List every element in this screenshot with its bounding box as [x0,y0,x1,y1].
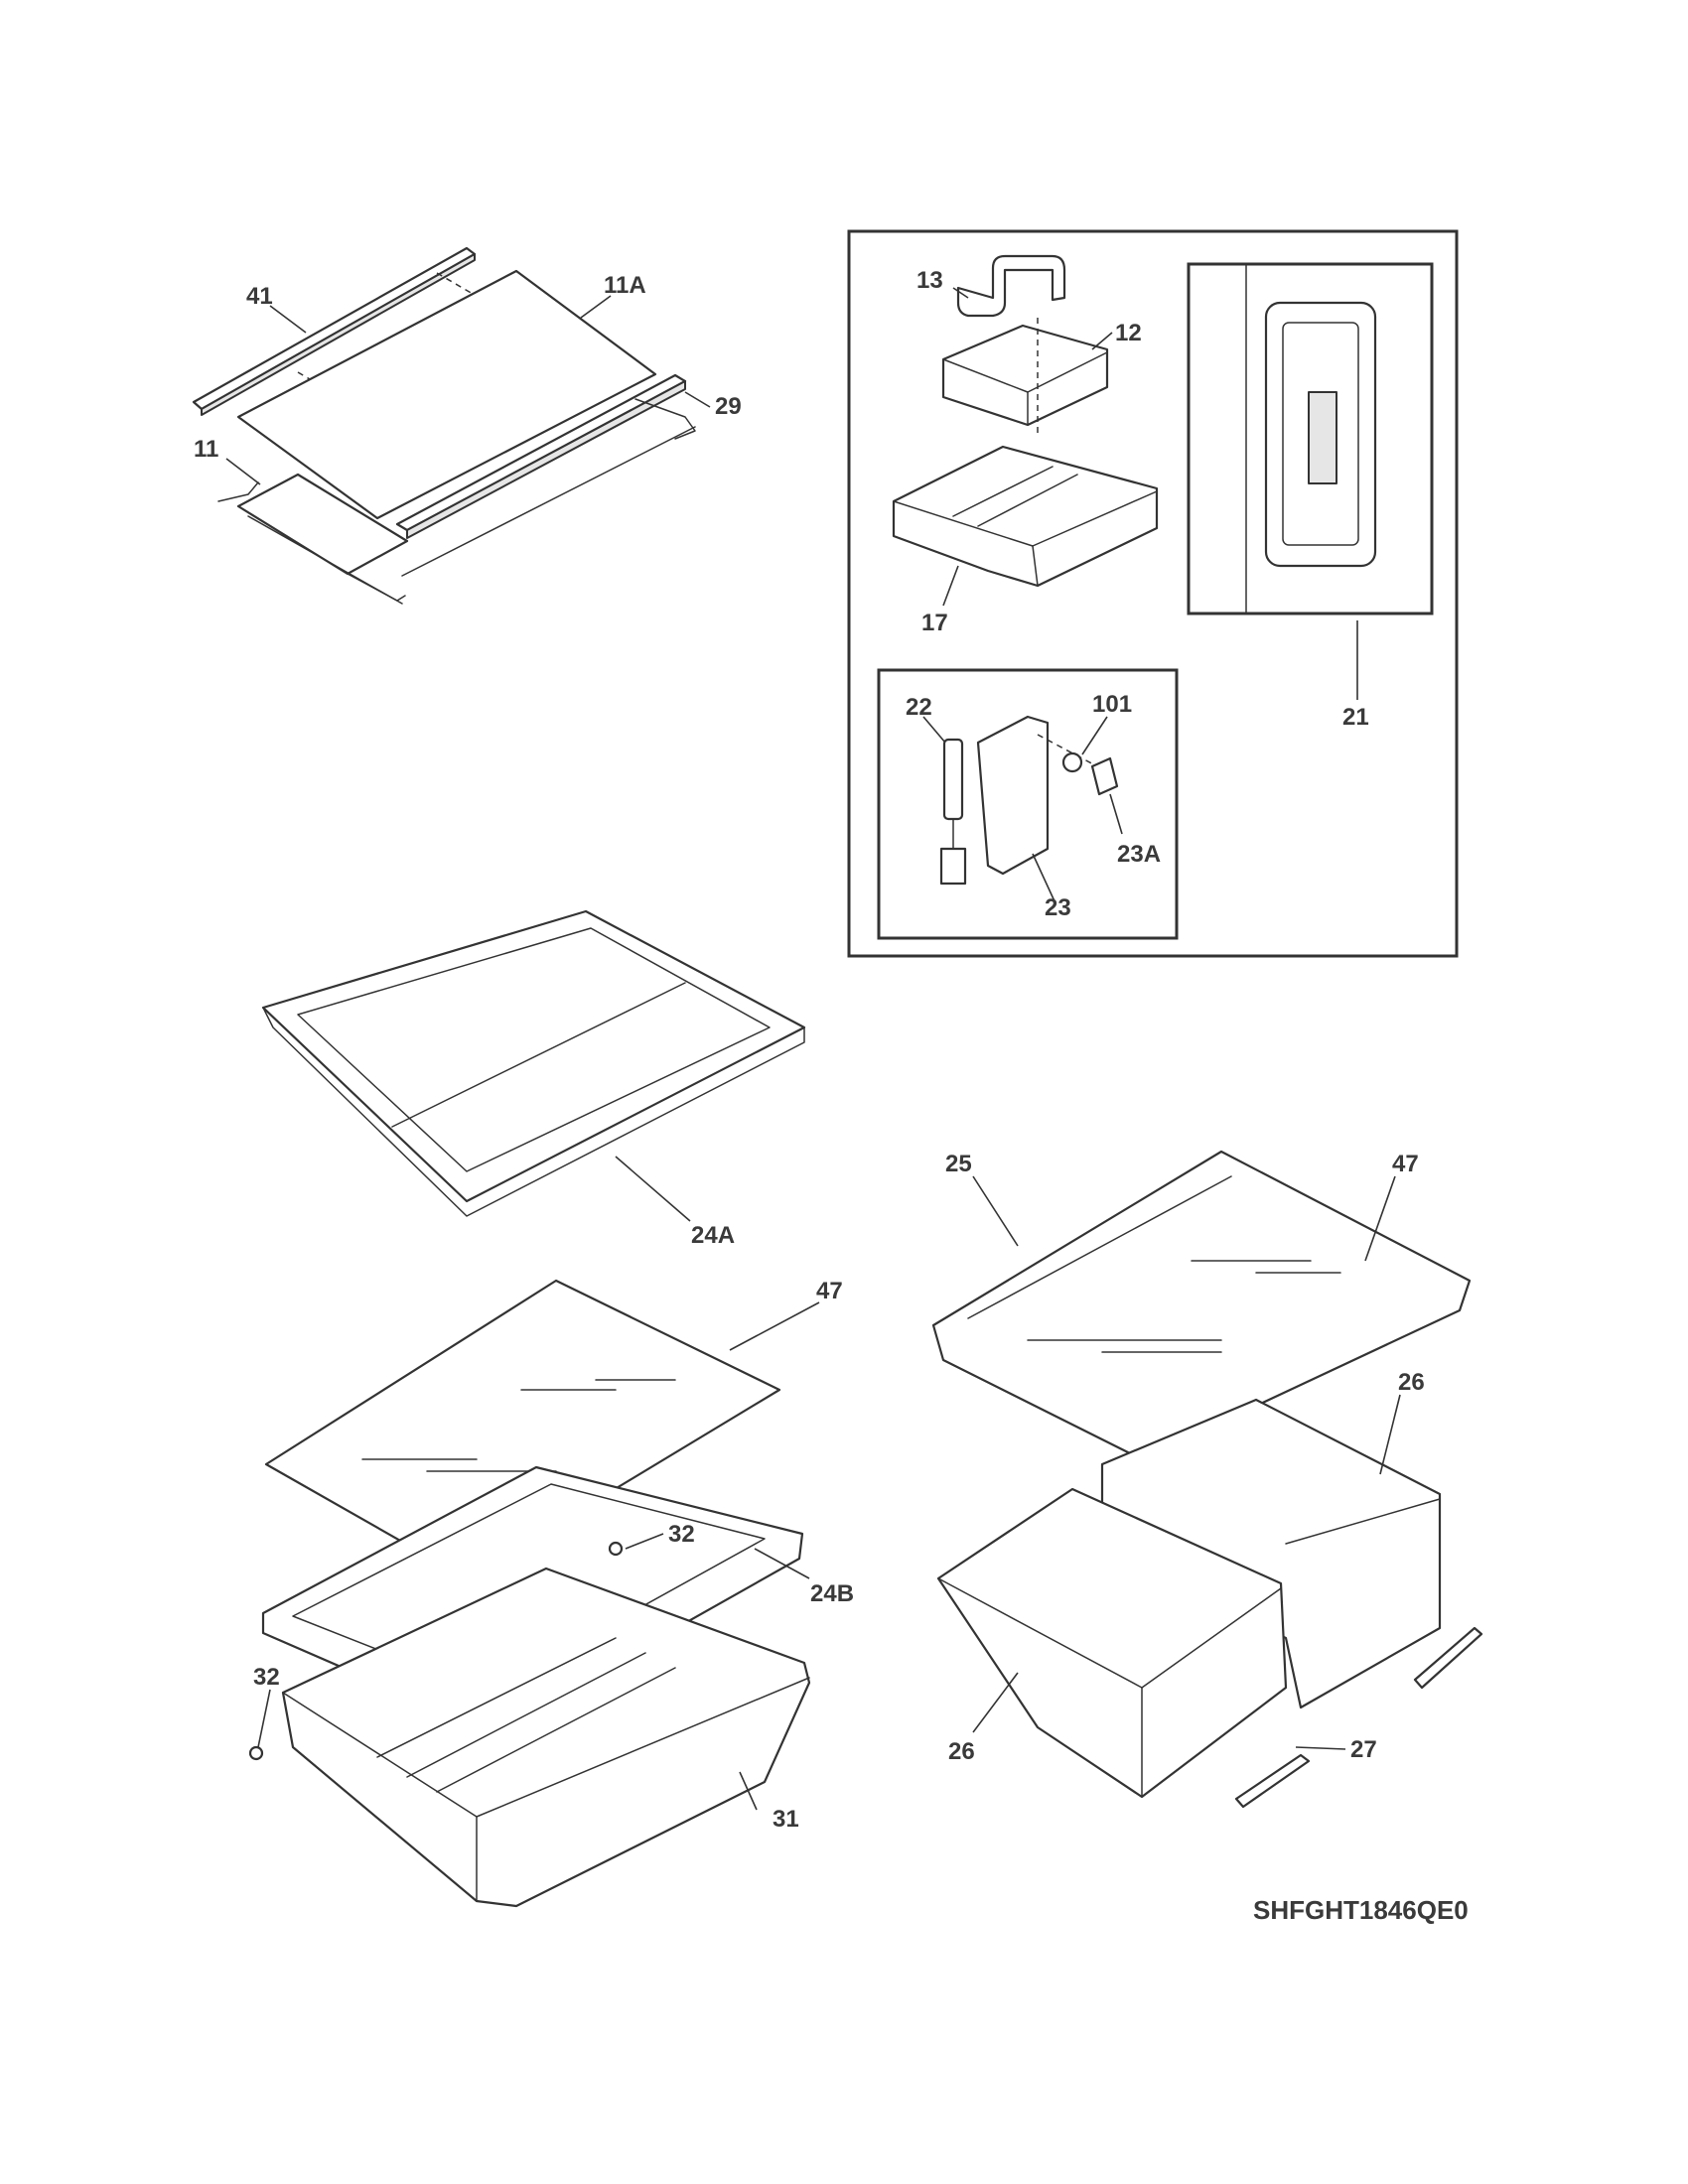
callout-23a: 23A [1117,841,1161,868]
callout-24b: 24B [810,1580,854,1607]
callout-22: 22 [906,694,932,721]
rail-27-left [1234,1753,1311,1809]
callout-13: 13 [916,267,943,294]
callout-47-left: 47 [816,1278,843,1304]
callout-11: 11 [194,436,218,463]
sensor-22 [939,738,967,886]
rail-27-right [1413,1626,1483,1690]
leader-lines [225,287,1401,1811]
callout-11a: 11A [604,272,646,299]
glass-panel-11a [236,269,657,520]
shelf-frame-24a [261,909,806,1217]
bin-12 [941,318,1109,437]
clip-32-left [248,1745,264,1761]
callout-32-left: 32 [253,1664,280,1691]
callout-24a: 24A [691,1222,735,1249]
callout-12: 12 [1115,320,1142,346]
callout-27: 27 [1350,1736,1377,1763]
callout-29: 29 [715,393,742,420]
callout-26-bottom: 26 [948,1738,975,1765]
screw-101 [1061,751,1083,773]
bracket-17 [892,445,1159,588]
callout-32-top: 32 [668,1521,695,1548]
inset-frame-lower [877,668,1179,940]
callout-17: 17 [921,610,948,636]
clip-23a [1090,756,1119,796]
callout-21: 21 [1342,704,1369,731]
inset-detail-21 [1187,262,1434,615]
crisper-cover-25 [931,1150,1472,1461]
callout-25: 25 [945,1151,972,1177]
callout-41: 41 [246,283,273,310]
drawer-31 [281,1567,811,1908]
callout-23: 23 [1045,894,1071,921]
callout-47-right: 47 [1392,1151,1419,1177]
callout-101: 101 [1092,691,1132,718]
clip-32-top [608,1541,624,1557]
shelf-frame-11-29 [217,373,696,605]
diagram-code: SHFGHT1846QE0 [1253,1895,1469,1925]
callout-26-top: 26 [1398,1369,1425,1396]
handle-13 [956,254,1066,318]
inset-frame-upper [847,229,1459,958]
callout-31: 31 [773,1806,799,1833]
crisper-bin-26-bottom [936,1487,1288,1799]
